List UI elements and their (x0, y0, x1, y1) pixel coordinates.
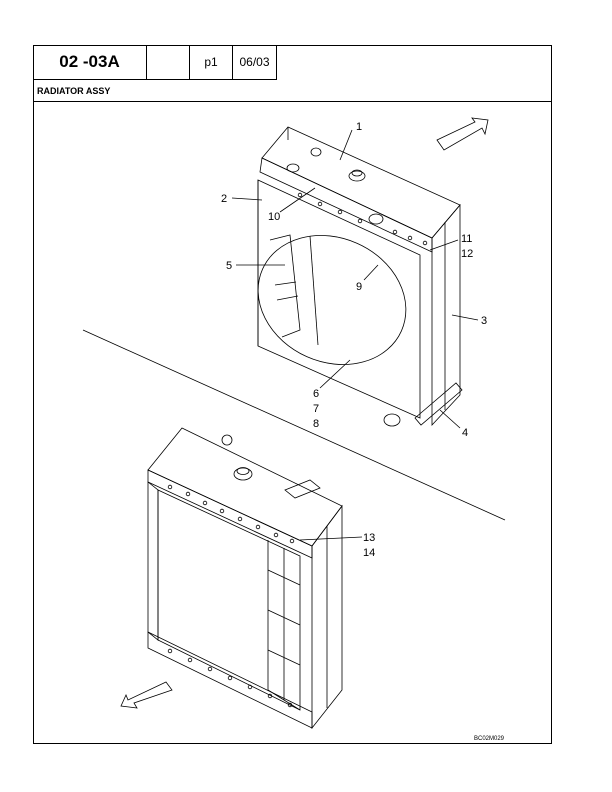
revision-date: 06/03 (233, 45, 277, 80)
callout-10: 10 (268, 211, 280, 223)
lower-radiator-view (147, 427, 343, 730)
callout-14: 14 (363, 547, 375, 559)
front-direction-arrow-icon (436, 117, 489, 151)
document-title: RADIATOR ASSY (33, 80, 552, 102)
header-table: 02 -03A p1 06/03 (33, 45, 277, 80)
page-number: p1 (190, 45, 233, 80)
callout-4: 4 (462, 427, 468, 439)
callout-5: 5 (226, 260, 232, 272)
callout-leaders (231, 129, 479, 541)
callout-1: 1 (356, 121, 362, 133)
section-code: 02 -03A (33, 45, 147, 80)
callout-3: 3 (481, 315, 487, 327)
upper-radiator-view (257, 126, 463, 427)
callout-9: 9 (356, 281, 362, 293)
rear-direction-arrow-icon (120, 681, 173, 709)
callout-6: 6 (313, 388, 319, 400)
callout-11: 11 (461, 233, 472, 245)
page-frame (33, 45, 552, 744)
callout-8: 8 (313, 418, 319, 430)
callout-13: 13 (363, 532, 375, 544)
callout-7: 7 (313, 403, 319, 415)
blank-cell (147, 45, 190, 80)
separator-line (82, 329, 506, 521)
drawing-code: BC02M029 (474, 736, 505, 742)
callout-12: 12 (461, 248, 473, 260)
callout-2: 2 (221, 193, 227, 205)
